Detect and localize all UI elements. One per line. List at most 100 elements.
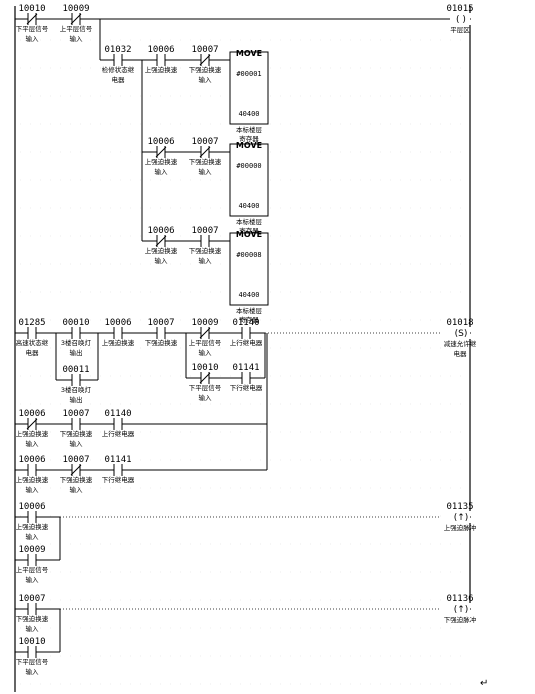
contact-address: 10007 bbox=[18, 594, 45, 604]
contact-address: 10010 bbox=[191, 363, 218, 373]
contact-label: 下平层信号 bbox=[16, 24, 49, 33]
contact-address: 10007 bbox=[191, 137, 218, 147]
coil-address: 01018 bbox=[446, 318, 473, 328]
contact-label: 输入 bbox=[26, 575, 40, 584]
contact-label: 上平层信号 bbox=[60, 24, 93, 33]
contact-label: 下强迫换速 bbox=[60, 429, 93, 438]
contact-address: 10010 bbox=[18, 4, 45, 14]
contact-address: 01140 bbox=[232, 318, 259, 328]
contact-address: 00010 bbox=[62, 318, 89, 328]
contact-label: 3楼召唤灯 bbox=[61, 338, 92, 347]
contact-label: 输出 bbox=[70, 395, 83, 404]
contact-address: 10009 bbox=[62, 4, 89, 14]
move-label: 寄存器 bbox=[239, 226, 259, 235]
contact-label: 输入 bbox=[199, 348, 213, 357]
wires bbox=[14, 6, 471, 692]
contact-label: 输入 bbox=[199, 75, 213, 84]
contact-label: 输入 bbox=[199, 256, 213, 265]
paragraph-mark: ↵ bbox=[480, 678, 488, 689]
contact-label: 上强迫换速 bbox=[16, 429, 49, 438]
contact-label: 上强迫换速 bbox=[145, 157, 178, 166]
coil-label: 上强迫脉冲 bbox=[444, 523, 477, 532]
contact-label: 输入 bbox=[70, 34, 84, 43]
move-dest: 40400 bbox=[238, 110, 259, 118]
move-dest: 40400 bbox=[238, 291, 259, 299]
move-title: MOVE bbox=[236, 49, 262, 58]
contact-label: 输入 bbox=[26, 485, 40, 494]
contact-address: 10007 bbox=[62, 409, 89, 419]
contact-address: 10006 bbox=[18, 409, 45, 419]
contact-address: 10009 bbox=[191, 318, 218, 328]
contact-address: 01141 bbox=[104, 455, 131, 465]
coil-symbol: ( ) bbox=[456, 15, 466, 25]
contact-address: 10006 bbox=[147, 226, 174, 236]
contact-label: 输入 bbox=[155, 256, 169, 265]
coil-label: 减速允许继 bbox=[444, 339, 477, 348]
contact-address: 10006 bbox=[104, 318, 131, 328]
contact-address: 00011 bbox=[62, 365, 89, 375]
move-label: 寄存器 bbox=[239, 134, 259, 143]
contact-address: 10010 bbox=[18, 637, 45, 647]
contact-label: 电器 bbox=[112, 75, 126, 84]
contact-label: 上平层信号 bbox=[16, 565, 49, 574]
contact-label: 上行继电器 bbox=[230, 338, 263, 347]
contact-label: 上强迫换速 bbox=[16, 522, 49, 531]
contact-c16: 01140 上行继电器 bbox=[230, 318, 263, 347]
ladder-elements: 10010下平层信号输入10009上平层信号输入01032检修状态继电器1000… bbox=[16, 4, 477, 676]
contact-label: 高速状态继 bbox=[16, 338, 49, 347]
contact-address: 01032 bbox=[104, 45, 131, 55]
contact-label: 输出 bbox=[70, 348, 83, 357]
contact-label: 上强迫换速 bbox=[145, 65, 178, 74]
contact-label: 上平层信号 bbox=[189, 338, 222, 347]
contact-label: 检修状态继 bbox=[102, 65, 135, 74]
coil-address: 01015 bbox=[446, 4, 473, 14]
coil-o1: ( )01015 平层区 bbox=[446, 4, 473, 34]
contact-label: 下行继电器 bbox=[230, 383, 263, 392]
contact-label: 下平层信号 bbox=[16, 657, 49, 666]
coil-label: 平层区 bbox=[450, 26, 470, 34]
contact-label: 输入 bbox=[70, 439, 84, 448]
move-dest: 40400 bbox=[238, 202, 259, 210]
contact-address: 10006 bbox=[18, 455, 45, 465]
contact-label: 输入 bbox=[155, 167, 169, 176]
contact-label: 输入 bbox=[26, 34, 40, 43]
move-label: 本标楼层 bbox=[236, 217, 263, 226]
contact-label: 电器 bbox=[26, 348, 40, 357]
contact-address: 10007 bbox=[147, 318, 174, 328]
contact-label: 输入 bbox=[26, 439, 40, 448]
contact-label: 上强迫换速 bbox=[16, 475, 49, 484]
contact-label: 下强迫换速 bbox=[16, 614, 49, 623]
contact-address: 10007 bbox=[62, 455, 89, 465]
contact-address: 01140 bbox=[104, 409, 131, 419]
move-title: MOVE bbox=[236, 230, 262, 239]
contact-label: 下强迫换速 bbox=[189, 65, 222, 74]
contact-address: 10007 bbox=[191, 45, 218, 55]
contact-label: 下强迫换速 bbox=[189, 246, 222, 255]
move-title: MOVE bbox=[236, 141, 262, 150]
contact-c21: 01140 上行继电器 bbox=[102, 409, 135, 438]
contact-label: 上行继电器 bbox=[102, 429, 135, 438]
